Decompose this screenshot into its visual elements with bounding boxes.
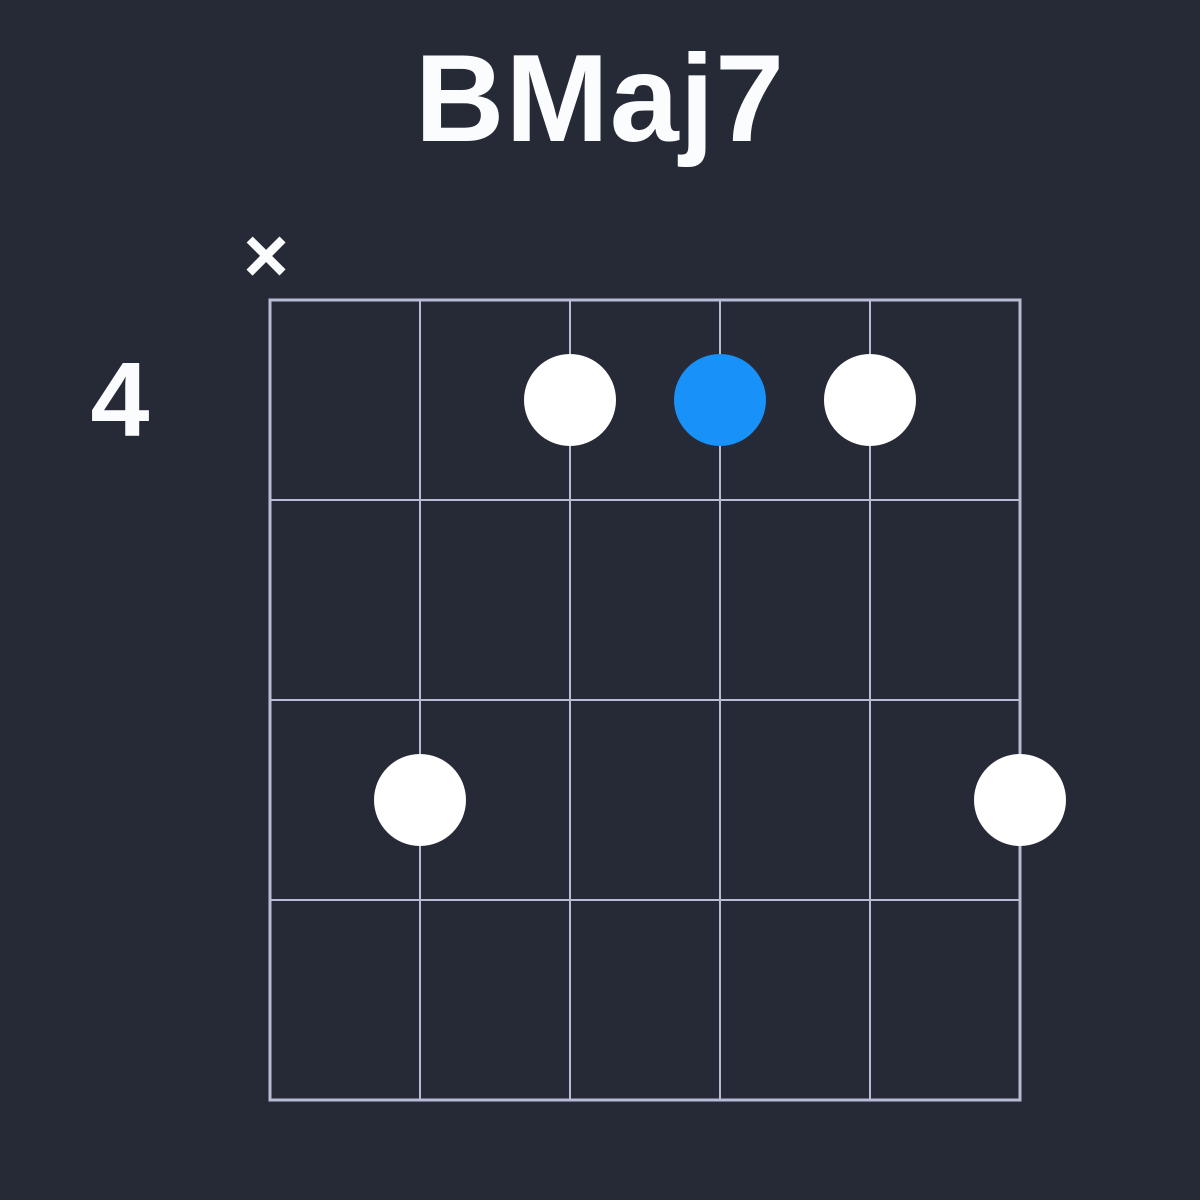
finger-dot-white xyxy=(824,354,916,446)
grid-border xyxy=(268,298,1022,1102)
fret-number-label: 4 xyxy=(90,341,150,459)
chord-title: BMaj7 xyxy=(414,30,786,168)
finger-dot-accent xyxy=(674,354,766,446)
finger-dot-white xyxy=(974,754,1066,846)
finger-dot-white xyxy=(374,754,466,846)
muted-string-marker: × xyxy=(243,211,289,299)
finger-dot-white xyxy=(524,354,616,446)
